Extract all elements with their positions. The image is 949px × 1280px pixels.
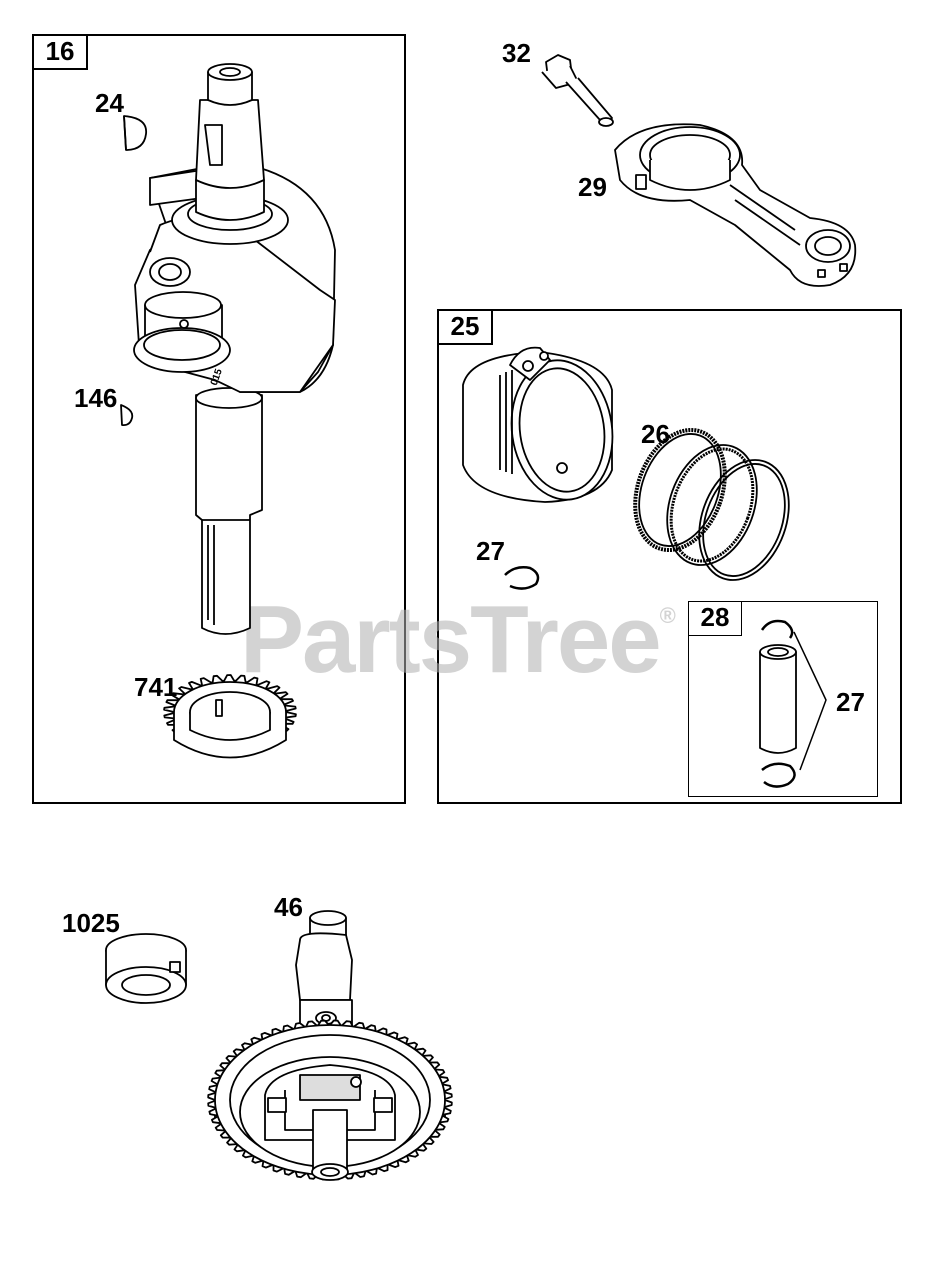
watermark-registered-mark: ® (659, 603, 676, 628)
washer-1025 (105, 933, 187, 1004)
callout-24: 24 (95, 88, 124, 118)
piston-pin-group-tag: 28 (688, 601, 742, 636)
piston-pin-28 (759, 619, 827, 788)
callout-29: 29 (578, 172, 607, 202)
piston-group-tag: 25 (437, 309, 493, 345)
watermark: PartsTree® (240, 585, 676, 695)
crankshaft-group-tag: 16 (32, 34, 88, 70)
callout-27-left: 27 (476, 536, 505, 566)
crankshaft-16: 015 (133, 63, 336, 635)
woodruff-key-24 (123, 115, 147, 151)
key-146 (120, 404, 134, 427)
watermark-brand: PartsTree (240, 586, 662, 693)
callout-146: 146 (74, 383, 118, 413)
piston-25 (462, 346, 614, 503)
callout-741: 741 (134, 672, 178, 702)
callout-1025: 1025 (62, 908, 120, 938)
crankshaft-group-box (32, 34, 406, 804)
crankshaft-gear-741 (163, 674, 297, 759)
piston-group-box (437, 309, 902, 804)
piston-pin-clip-27-left (504, 566, 540, 590)
callout-32: 32 (502, 38, 531, 68)
connecting-rod-29 (614, 123, 857, 287)
callout-26: 26 (641, 419, 670, 449)
piston-rings-26 (633, 427, 790, 581)
connecting-rod-bolt-32 (541, 54, 614, 127)
camshaft-46 (207, 910, 453, 1181)
piston-pin-group-box (688, 601, 878, 797)
callout-46: 46 (274, 892, 303, 922)
callout-27-right: 27 (836, 687, 865, 717)
